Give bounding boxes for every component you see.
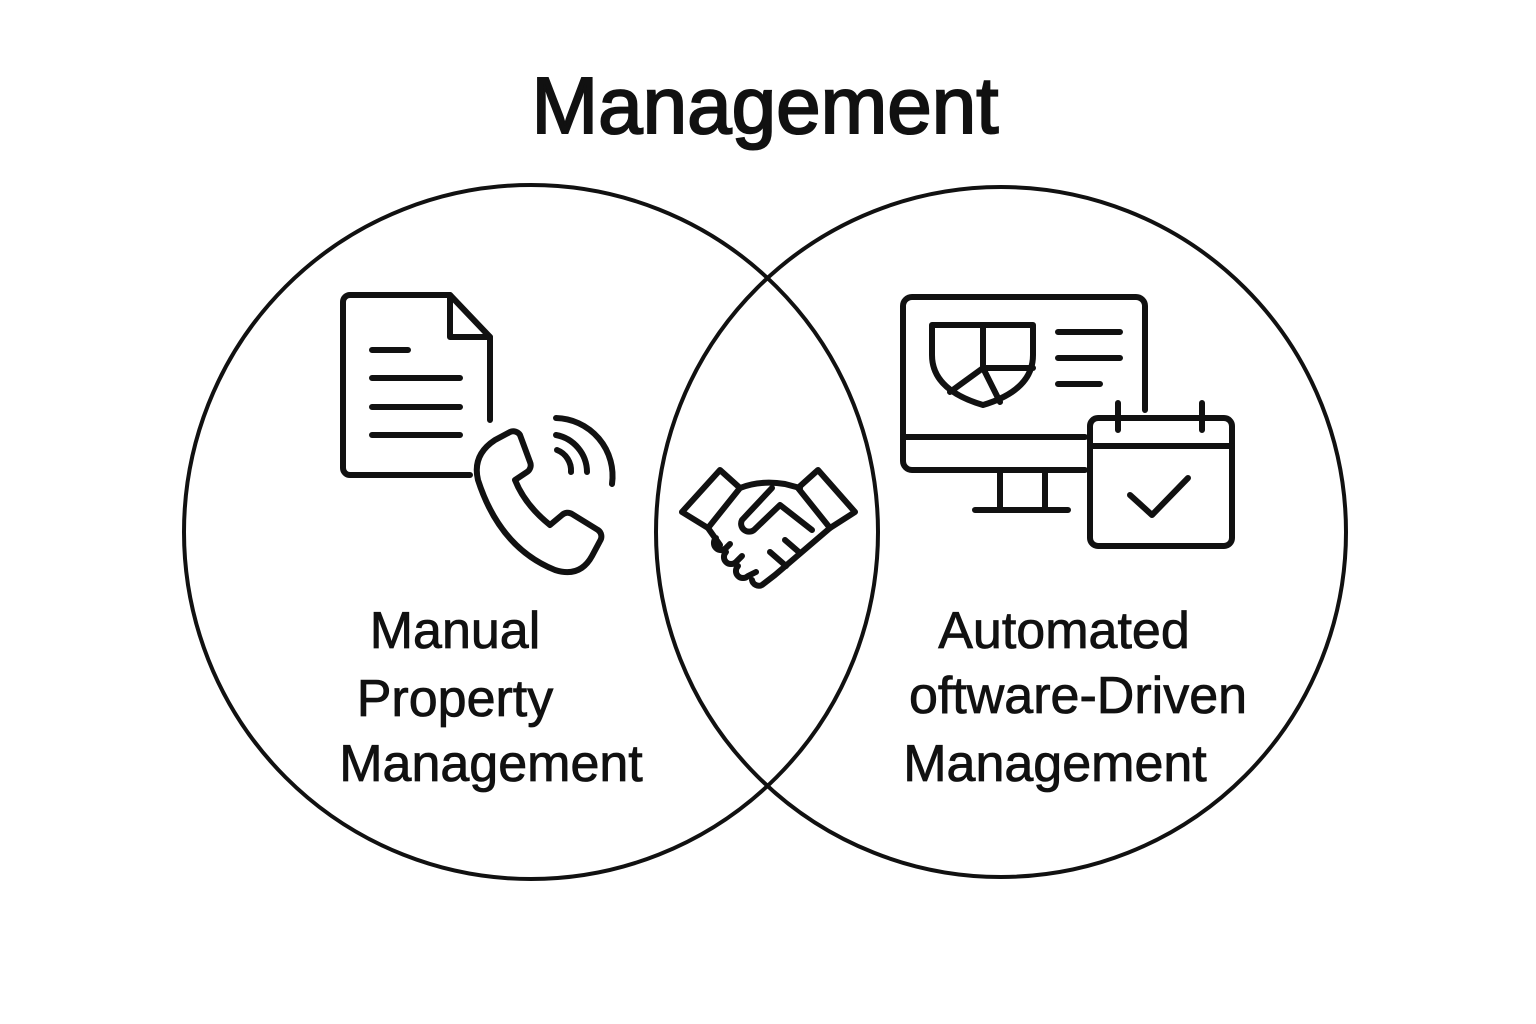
calendar-check-icon [1087, 400, 1235, 549]
document-icon [340, 292, 493, 478]
left-circle [182, 183, 880, 881]
left-label-line: Manual [370, 602, 541, 660]
phone-icon [473, 415, 616, 576]
right-label-line: Automated [938, 602, 1190, 660]
right-circle [654, 185, 1348, 879]
left-label-line: Property [357, 670, 554, 728]
right-label-line: Management [903, 735, 1207, 793]
left-label: Manual Property Management [339, 602, 644, 794]
left-label-line: Management [339, 735, 643, 793]
right-label-line: oftware-Driven [909, 667, 1247, 725]
diagram-title: Management [532, 61, 999, 150]
handshake-icon [679, 467, 858, 589]
monitor-chart-icon [900, 294, 1148, 513]
right-label: Automated oftware-Driven Management [903, 602, 1248, 794]
